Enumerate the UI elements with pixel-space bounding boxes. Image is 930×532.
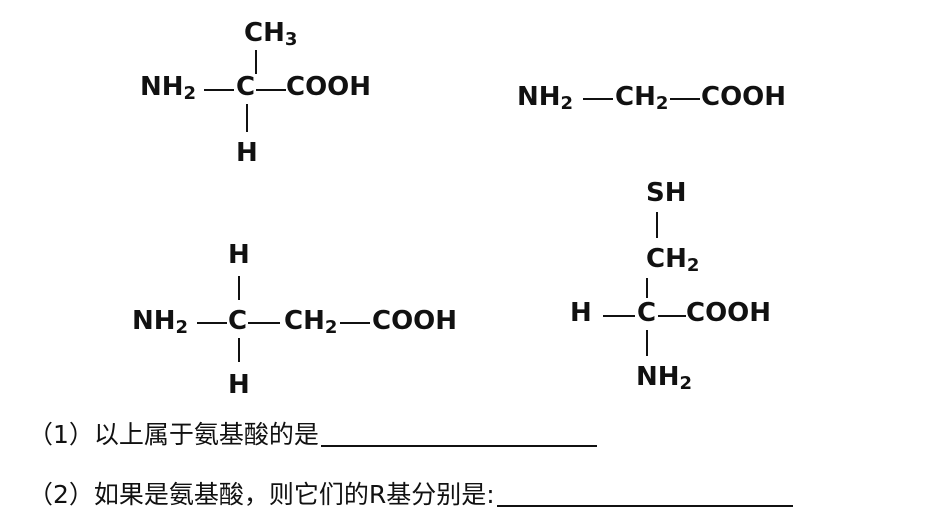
chain3-bottom-bond bbox=[238, 338, 240, 362]
chain3-top-bond bbox=[238, 276, 240, 300]
cysteine-thiol-bond bbox=[656, 212, 658, 238]
cysteine-lower-bond bbox=[646, 330, 648, 356]
cysteine-carboxyl-group: COOH bbox=[686, 298, 772, 328]
chain3-carbon: C bbox=[228, 306, 248, 336]
cysteine-alpha-carbon: C bbox=[637, 298, 657, 328]
alanine-top-bond bbox=[255, 50, 257, 74]
chain3-right-bond bbox=[340, 322, 370, 324]
question-2-label: （2）如果是氨基酸，则它们的R基分别是: bbox=[28, 480, 495, 509]
question-1-answer-blank[interactable] bbox=[320, 423, 597, 447]
chain3-carboxyl-group: COOH bbox=[372, 306, 458, 336]
alanine-methyl-group: CH3 bbox=[244, 18, 298, 50]
cysteine-right-bond bbox=[658, 315, 686, 317]
alanine-left-bond bbox=[204, 89, 234, 91]
alanine-right-bond bbox=[256, 89, 286, 91]
cysteine-left-bond bbox=[603, 315, 635, 317]
alanine-carboxyl-group: COOH bbox=[286, 72, 372, 102]
cysteine-hydrogen: H bbox=[570, 298, 592, 328]
chain3-methylene: CH2 bbox=[284, 306, 338, 338]
chain2-methylene: CH2 bbox=[615, 82, 669, 114]
chain2-right-bond bbox=[670, 98, 700, 100]
chain3-top-hydrogen: H bbox=[228, 240, 250, 270]
question-2: （2）如果是氨基酸，则它们的R基分别是: bbox=[28, 482, 793, 507]
question-2-answer-blank[interactable] bbox=[496, 483, 793, 507]
alanine-alpha-carbon: C bbox=[236, 72, 256, 102]
chain3-bottom-hydrogen: H bbox=[228, 370, 250, 400]
chain2-amino-group: NH2 bbox=[517, 82, 574, 114]
alanine-bottom-bond bbox=[246, 104, 248, 132]
chain3-left-bond bbox=[197, 322, 227, 324]
cysteine-upper-bond bbox=[646, 278, 648, 298]
alanine-amino-group: NH2 bbox=[140, 72, 197, 104]
alanine-hydrogen: H bbox=[236, 138, 258, 168]
chain2-left-bond bbox=[583, 98, 613, 100]
chain2-carboxyl-group: COOH bbox=[701, 82, 787, 112]
question-1-label: （1）以上属于氨基酸的是 bbox=[28, 420, 319, 449]
cysteine-amino-group: NH2 bbox=[636, 362, 693, 394]
question-1: （1）以上属于氨基酸的是 bbox=[28, 422, 597, 447]
chain3-middle-bond bbox=[248, 322, 280, 324]
chain3-amino-group: NH2 bbox=[132, 306, 189, 338]
cysteine-thiol-group: SH bbox=[646, 178, 687, 208]
cysteine-methylene: CH2 bbox=[646, 244, 700, 276]
